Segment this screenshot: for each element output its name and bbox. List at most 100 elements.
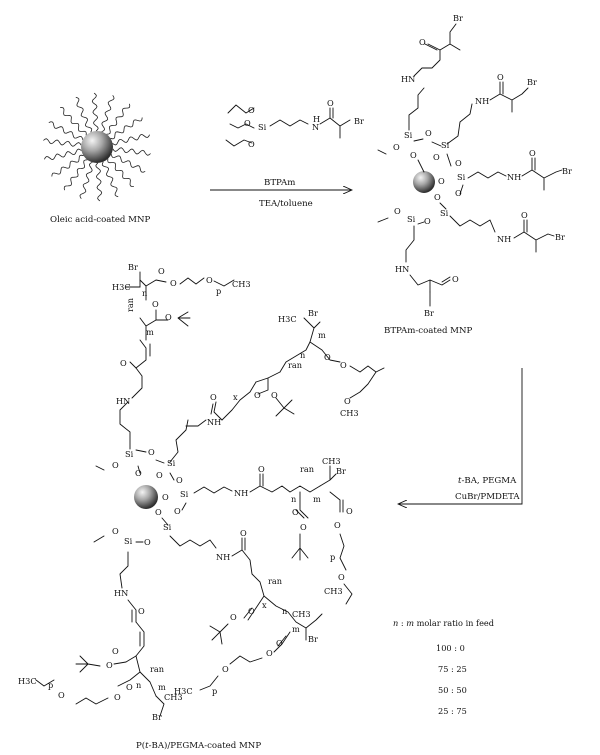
feed-ratio-table: n : m molar ratio in feed 100 : 0 75 : 2… bbox=[393, 618, 494, 716]
ch3-label: CH3 bbox=[324, 586, 343, 596]
br-atom: Br bbox=[555, 232, 565, 242]
ch3-label: CH3 bbox=[322, 456, 341, 466]
o-atom: O bbox=[165, 312, 172, 322]
oleic-acid-chain bbox=[106, 103, 131, 135]
x-label: x bbox=[233, 392, 238, 402]
m-label: m bbox=[313, 494, 321, 504]
o-atom: O bbox=[254, 390, 261, 400]
ch3-label: CH3 bbox=[292, 609, 311, 619]
br-atom: Br bbox=[128, 262, 138, 272]
h3c-label: H3C bbox=[278, 314, 297, 324]
oleic-acid-chain bbox=[51, 154, 84, 177]
o-atom: O bbox=[148, 447, 155, 457]
o-atom: O bbox=[529, 148, 536, 158]
nh-label: NH bbox=[497, 234, 511, 244]
m-label: m bbox=[158, 682, 166, 692]
ch3-label: CH3 bbox=[164, 692, 183, 702]
hn-label: HN bbox=[401, 74, 415, 84]
ch3-label: CH3 bbox=[232, 279, 251, 289]
oleic-acid-chain bbox=[101, 161, 119, 198]
o-atom: O bbox=[324, 352, 331, 362]
p-label: p bbox=[216, 286, 221, 296]
p-label: p bbox=[48, 680, 53, 690]
oleic-acid-chain bbox=[112, 133, 150, 146]
o-atom: O bbox=[158, 266, 165, 276]
feed-row: 75 : 25 bbox=[438, 664, 467, 674]
o-atom: O bbox=[276, 638, 283, 648]
nh-label: NH bbox=[207, 417, 221, 427]
oleic-acid-chain bbox=[63, 159, 88, 191]
reaction1-conditions: TEA/toluene bbox=[259, 199, 313, 209]
p-label: p bbox=[330, 552, 335, 562]
si-atom: Si bbox=[457, 172, 466, 182]
oleic-mnp-label: Oleic acid-coated MNP bbox=[50, 215, 150, 225]
o-atom: O bbox=[126, 682, 133, 692]
oleic-acid-chain bbox=[101, 95, 115, 133]
oleic-acid-chain bbox=[91, 92, 99, 132]
o-atom: O bbox=[152, 299, 159, 309]
ran-label: ran bbox=[125, 297, 135, 312]
o-atom: O bbox=[394, 206, 401, 216]
o-atom: O bbox=[156, 470, 163, 480]
oleic-acid-coated-mnp: Oleic acid-coated MNP bbox=[43, 92, 151, 225]
ran-label: ran bbox=[268, 576, 283, 586]
oleic-acid-chain bbox=[48, 121, 84, 140]
o-atom: O bbox=[138, 606, 145, 616]
o-atom: O bbox=[346, 506, 353, 516]
oleic-acid-chain bbox=[44, 148, 82, 161]
nh-label: NH bbox=[475, 96, 489, 106]
o-atom: O bbox=[248, 105, 255, 115]
si-atom: Si bbox=[163, 522, 172, 532]
m-label: m bbox=[292, 624, 300, 634]
oleic-acid-chain bbox=[43, 138, 82, 147]
o-atom: O bbox=[425, 128, 432, 138]
oleic-acid-chain bbox=[79, 161, 93, 199]
nanoparticle-sphere bbox=[413, 171, 435, 193]
reaction-arrow-1: BTPAm TEA/toluene bbox=[210, 178, 352, 209]
si-atom: Si bbox=[404, 130, 413, 140]
reaction2-reagent: t-BA, PEGMA bbox=[458, 476, 517, 486]
n-label: n bbox=[142, 288, 148, 298]
btpam-reagent-structure: Si O O O N H O Br bbox=[225, 98, 364, 149]
si-atom: Si bbox=[440, 208, 449, 218]
br-atom: Br bbox=[308, 308, 318, 318]
oleic-acid-chain bbox=[112, 147, 151, 156]
o-atom: O bbox=[176, 475, 183, 485]
o-atom: O bbox=[222, 664, 229, 674]
o-atom: O bbox=[174, 506, 181, 516]
o-atom: O bbox=[340, 360, 347, 370]
reaction-arrow-2: t-BA, PEGMA CuBr/PMDETA bbox=[398, 368, 523, 504]
br-atom: Br bbox=[354, 116, 364, 126]
n-label: n bbox=[136, 680, 142, 690]
si-atom: Si bbox=[180, 489, 189, 499]
br-atom: Br bbox=[527, 77, 537, 87]
o-atom: O bbox=[424, 216, 431, 226]
br-atom: Br bbox=[562, 166, 572, 176]
o-atom: O bbox=[114, 692, 121, 702]
ran-label: ran bbox=[150, 664, 165, 674]
o-atom: O bbox=[434, 192, 441, 202]
o-atom: O bbox=[455, 188, 462, 198]
o-atom: O bbox=[170, 278, 177, 288]
ran-label: ran bbox=[300, 464, 315, 474]
m-label: m bbox=[146, 327, 154, 337]
br-atom: Br bbox=[152, 712, 162, 722]
o-atom: O bbox=[410, 150, 417, 160]
o-atom: O bbox=[135, 468, 142, 478]
btpam-coated-mnp: Si Si Si Si Si O O O O O O O O O O HN O … bbox=[377, 13, 572, 336]
o-atom: O bbox=[58, 690, 65, 700]
nh-label: NH bbox=[507, 172, 521, 182]
oleic-acid-chains bbox=[43, 92, 151, 202]
o-atom: O bbox=[393, 142, 400, 152]
btpam-mnp-label: BTPAm-coated MNP bbox=[384, 326, 473, 336]
nanoparticle-sphere bbox=[134, 485, 158, 509]
o-atom: O bbox=[240, 528, 247, 538]
feed-table-title: n : m molar ratio in feed bbox=[393, 618, 494, 628]
o-atom: O bbox=[521, 210, 528, 220]
o-atom: O bbox=[112, 460, 119, 470]
h-label: H bbox=[313, 114, 320, 124]
o-atom: O bbox=[155, 507, 162, 517]
o-atom: O bbox=[120, 358, 127, 368]
n-label: n bbox=[291, 494, 297, 504]
n-label: n bbox=[300, 350, 306, 360]
